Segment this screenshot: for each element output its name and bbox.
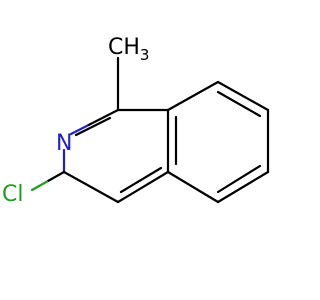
molecule-diagram: CH3 N Cl	[2, 35, 270, 207]
atom-nitrogen-label: N	[56, 131, 72, 156]
bond-c8-c7-double	[216, 90, 262, 118]
bond-c6-c5	[216, 170, 270, 204]
bond-c4-c4a-double	[119, 166, 163, 194]
bond-c1-n	[69, 108, 120, 136]
atom-chlorine-label: Cl	[2, 182, 23, 207]
bond-c6-c5-double	[216, 164, 262, 194]
bond-c3-c4	[62, 170, 120, 204]
bond-c8a-c8	[166, 80, 220, 112]
bond-c5-c4a	[166, 170, 220, 204]
atom-methyl-label: CH3	[108, 35, 149, 64]
bond-c8-c7	[216, 80, 270, 112]
bond-c1-n-double	[74, 116, 112, 137]
bond-c4-c4a	[116, 170, 170, 204]
bond-c3-cl	[30, 170, 66, 192]
